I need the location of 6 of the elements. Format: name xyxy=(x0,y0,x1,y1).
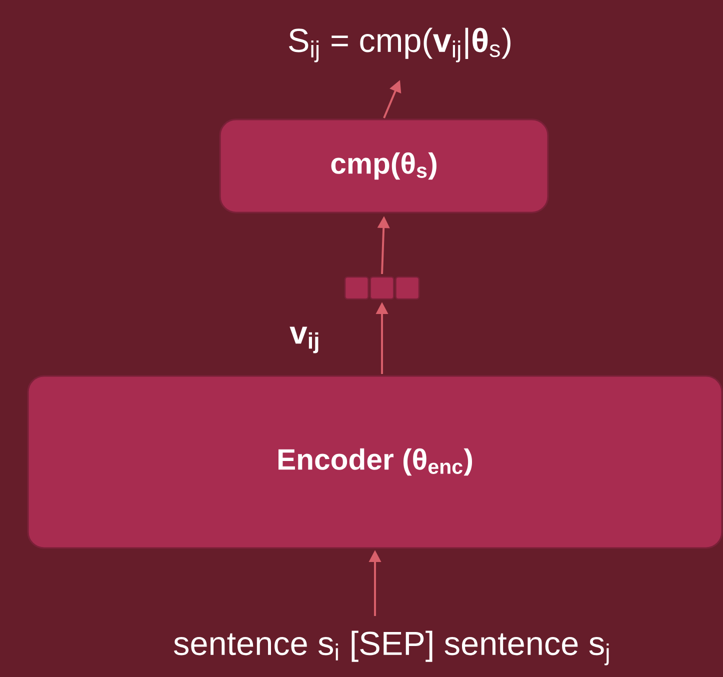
encoder-box: Encoder (θ$_{enc}$) xyxy=(27,375,723,549)
vector-drawing xyxy=(344,276,420,300)
process-box: cmp(θ$_{s}$) xyxy=(219,118,549,214)
formula-text: S$_{ij}$ = cmp(v$_{ij}$|θ$_{s}$) xyxy=(289,28,510,62)
input-text: sentence s$_{i}$ [SEP] sentence s$_{j}$ xyxy=(174,630,609,666)
vector-label: v$_{ij}$ xyxy=(290,326,318,354)
